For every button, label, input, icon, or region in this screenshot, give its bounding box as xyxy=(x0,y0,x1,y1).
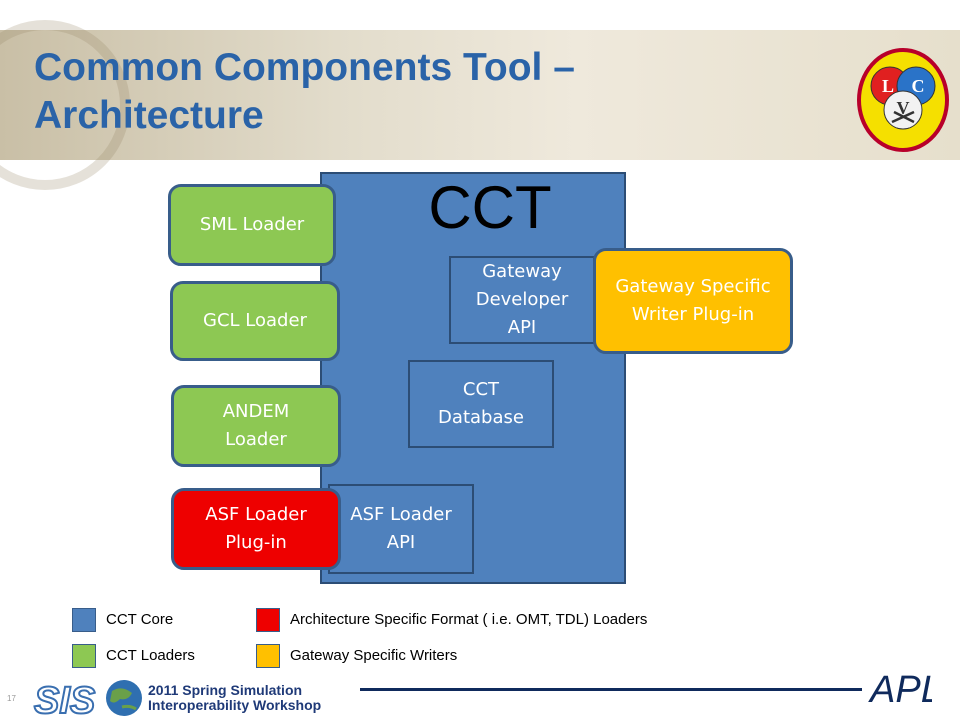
footer-divider xyxy=(360,688,862,691)
legend-label-gateway-writers: Gateway Specific Writers xyxy=(290,647,458,664)
asf-loader-api-box: ASF Loader API xyxy=(328,484,474,574)
cct-core-label: CCT xyxy=(428,174,552,241)
sml-loader-box: SML Loader xyxy=(168,184,336,266)
slide-title: Common Components Tool – Architecture xyxy=(34,46,575,137)
asf-loader-plugin-box: ASF Loader Plug-in xyxy=(171,488,341,570)
logo-letter-c: C xyxy=(912,76,925,96)
legend-label-cct-loaders: CCT Loaders xyxy=(106,647,195,664)
header-banner xyxy=(0,30,960,160)
legend-swatch-asf-loaders xyxy=(256,608,280,632)
legend-swatch-gateway-writers xyxy=(256,644,280,668)
conference-name: 2011 Spring Simulation Interoperability … xyxy=(148,682,322,713)
apl-logo-text: APL xyxy=(868,669,932,708)
gcl-loader-box: GCL Loader xyxy=(170,281,340,361)
andem-loader-box: ANDEM Loader xyxy=(171,385,341,467)
apl-logo: APL xyxy=(868,669,932,708)
cct-database-box: CCT Database xyxy=(408,360,554,448)
seal-watermark xyxy=(0,20,130,190)
logo-letter-l: L xyxy=(882,76,894,96)
lcv-logo: L C V xyxy=(857,48,949,152)
gateway-writer-plugin-box: Gateway Specific Writer Plug-in xyxy=(593,248,793,354)
page-number: 17 xyxy=(7,694,16,703)
sis-logo-text: SIS xyxy=(34,680,95,719)
legend-swatch-cct-loaders xyxy=(72,644,96,668)
legend-swatch-cct-core xyxy=(72,608,96,632)
legend-label-asf-loaders: Architecture Specific Format ( i.e. OMT,… xyxy=(290,611,648,628)
logo-letter-v: V xyxy=(897,98,910,118)
legend-label-cct-core: CCT Core xyxy=(106,611,174,628)
sis-logo: SIS xyxy=(33,679,142,719)
gateway-developer-api-box: Gateway Developer API xyxy=(449,256,595,344)
